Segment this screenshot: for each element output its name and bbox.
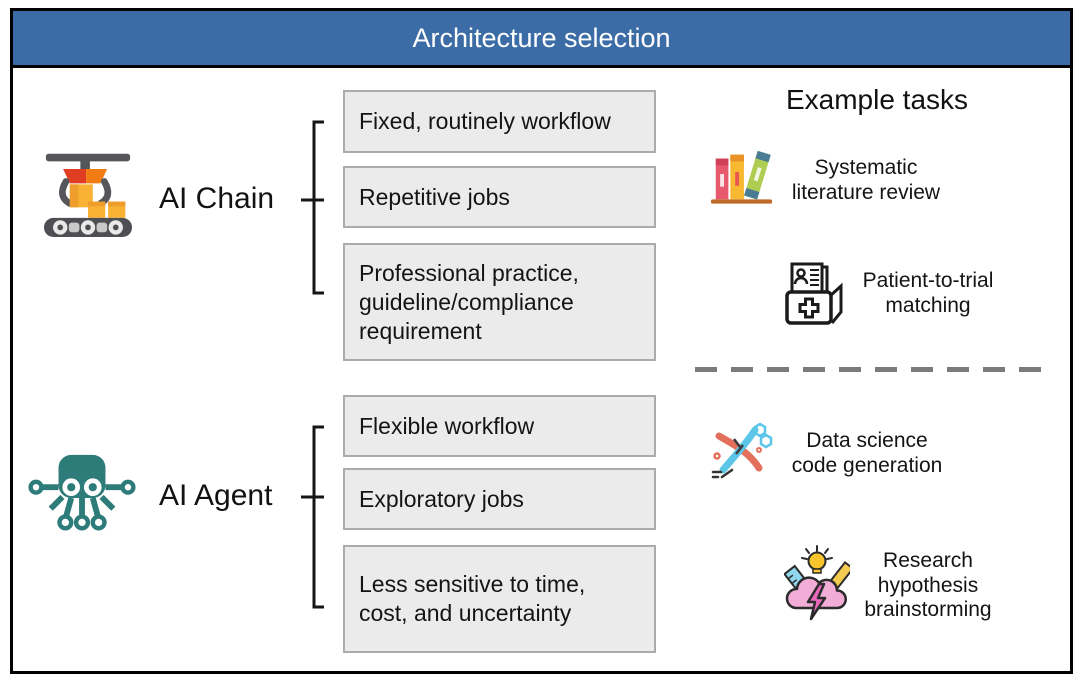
criteria-box-exploratory-jobs: Exploratory jobs	[343, 468, 656, 530]
task-line: matching	[885, 293, 971, 317]
task-data-science-code-generation: Data science code generation	[778, 429, 956, 478]
brainstorm-icon	[784, 545, 850, 621]
criteria-line: Repetitive jobs	[359, 183, 510, 210]
criteria-line: requirement	[359, 317, 482, 344]
ai-chain-bracket	[301, 120, 324, 295]
criteria-line: Less sensitive to time,	[359, 571, 586, 597]
criteria-line: Professional practice,	[359, 259, 579, 286]
ai-agent-label: AI Agent	[159, 479, 273, 512]
tasks-divider-dashed-line	[695, 367, 1045, 372]
patient-folder-icon	[785, 262, 843, 325]
criteria-line: Fixed, routinely workflow	[359, 108, 611, 134]
criteria-line: guideline/compliance	[359, 288, 574, 315]
task-line: Systematic	[814, 156, 918, 179]
dna-icon	[711, 422, 773, 479]
circuit-octopus-icon	[28, 454, 136, 531]
figure-header: Architecture selection	[13, 11, 1070, 68]
ai-agent-bracket	[301, 425, 324, 609]
task-research-hypothesis-brainstorming: Research hypothesis brainstorming	[843, 549, 1013, 623]
criteria-line: Flexible workflow	[359, 412, 535, 439]
ai-chain-label: AI Chain	[159, 182, 275, 215]
criteria-box-less-sensitive: Less sensitive to time, cost, and uncert…	[343, 545, 656, 653]
task-systematic-literature-review: Systematic literature review	[780, 156, 952, 205]
criteria-box-repetitive-jobs: Repetitive jobs	[343, 166, 656, 228]
criteria-box-fixed-routinely-workflow: Fixed, routinely workflow	[343, 90, 656, 153]
task-line: Research	[883, 549, 973, 572]
task-line: Patient-to-trial	[862, 269, 994, 292]
task-line: Data science	[806, 429, 928, 452]
criteria-box-flexible-workflow: Flexible workflow	[343, 395, 656, 457]
task-line: hypothesis	[877, 573, 979, 597]
figure-title: Architecture selection	[412, 22, 671, 53]
robotic-arm-conveyor-icon	[43, 153, 133, 237]
criteria-box-professional-practice: Professional practice, guideline/complia…	[343, 243, 656, 361]
task-line: code generation	[791, 453, 943, 477]
example-tasks-heading: Example tasks	[785, 84, 969, 115]
books-icon	[710, 150, 773, 204]
criteria-line: cost, and uncertainty	[359, 600, 572, 626]
criteria-line: Exploratory jobs	[359, 485, 524, 512]
task-line: brainstorming	[864, 598, 992, 621]
task-patient-to-trial-matching: Patient-to-trial matching	[846, 269, 1010, 318]
task-line: literature review	[791, 180, 941, 204]
